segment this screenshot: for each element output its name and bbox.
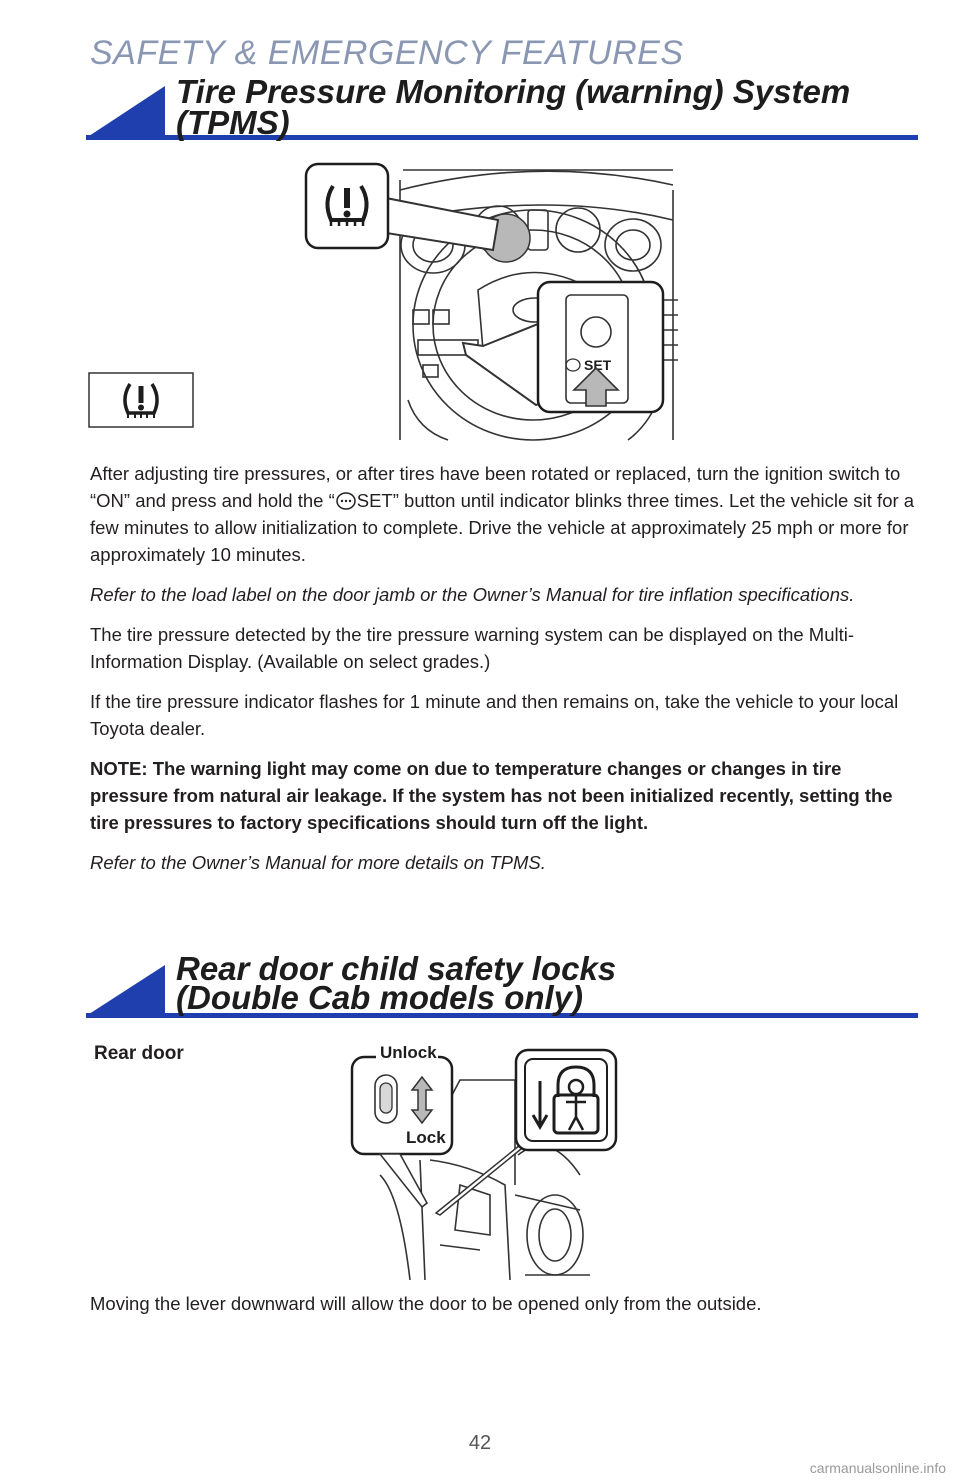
set-button-text: SET	[584, 357, 612, 373]
child-locks-title-line2: (Double Cab models only)	[176, 979, 584, 1016]
child-lock-illustration: Unlock Lock	[350, 1041, 618, 1281]
arrow-up-icon	[572, 366, 620, 407]
tpms-header: Tire Pressure Monitoring (warning) Syste…	[0, 70, 960, 150]
lever-icon	[374, 1074, 434, 1125]
watermark: carmanualsonline.info	[809, 1460, 946, 1476]
lever-callout: Unlock Lock	[350, 1041, 454, 1209]
tpms-title-line2: (TPMS)	[176, 104, 290, 141]
tpms-warning-icon	[123, 383, 159, 418]
tpms-body: After adjusting tire pressures, or after…	[90, 460, 920, 889]
tpms-paragraph-1: After adjusting tire pressures, or after…	[90, 463, 915, 565]
child-locks-title-line1: Rear door child safety locks	[176, 950, 617, 987]
tpms-paragraph-3: The tire pressure detected by the tire p…	[90, 624, 855, 672]
child-lock-icon	[514, 1048, 618, 1152]
tpms-dashboard-illustration: SET	[304, 162, 678, 441]
tpms-indicator-box	[88, 372, 194, 428]
tpms-paragraph-2: Refer to the load label on the door jamb…	[90, 584, 855, 605]
header-accent-bar	[86, 965, 918, 1018]
rear-door-label: Rear door	[94, 1043, 184, 1064]
tpms-warning-icon	[304, 162, 390, 250]
set-button-icon	[336, 492, 356, 510]
tpms-title-line1: Tire Pressure Monitoring (warning) Syste…	[176, 73, 851, 110]
set-button-icon: SET	[536, 280, 665, 414]
tpms-paragraph-4: If the tire pressure indicator flashes f…	[90, 691, 899, 739]
header-accent-bar	[86, 86, 918, 140]
lock-label: Lock	[406, 1128, 446, 1147]
tpms-paragraph-6: Refer to the Owner’s Manual for more det…	[90, 852, 546, 873]
child-locks-description: Moving the lever downward will allow the…	[90, 1293, 762, 1314]
child-locks-header: Rear door child safety locks (Double Cab…	[0, 950, 960, 1020]
unlock-label: Unlock	[380, 1043, 437, 1062]
page-number: 42	[468, 1432, 492, 1454]
tpms-note: NOTE: The warning light may come on due …	[90, 758, 893, 833]
section-label: SAFETY & EMERGENCY FEATURES	[90, 34, 684, 72]
